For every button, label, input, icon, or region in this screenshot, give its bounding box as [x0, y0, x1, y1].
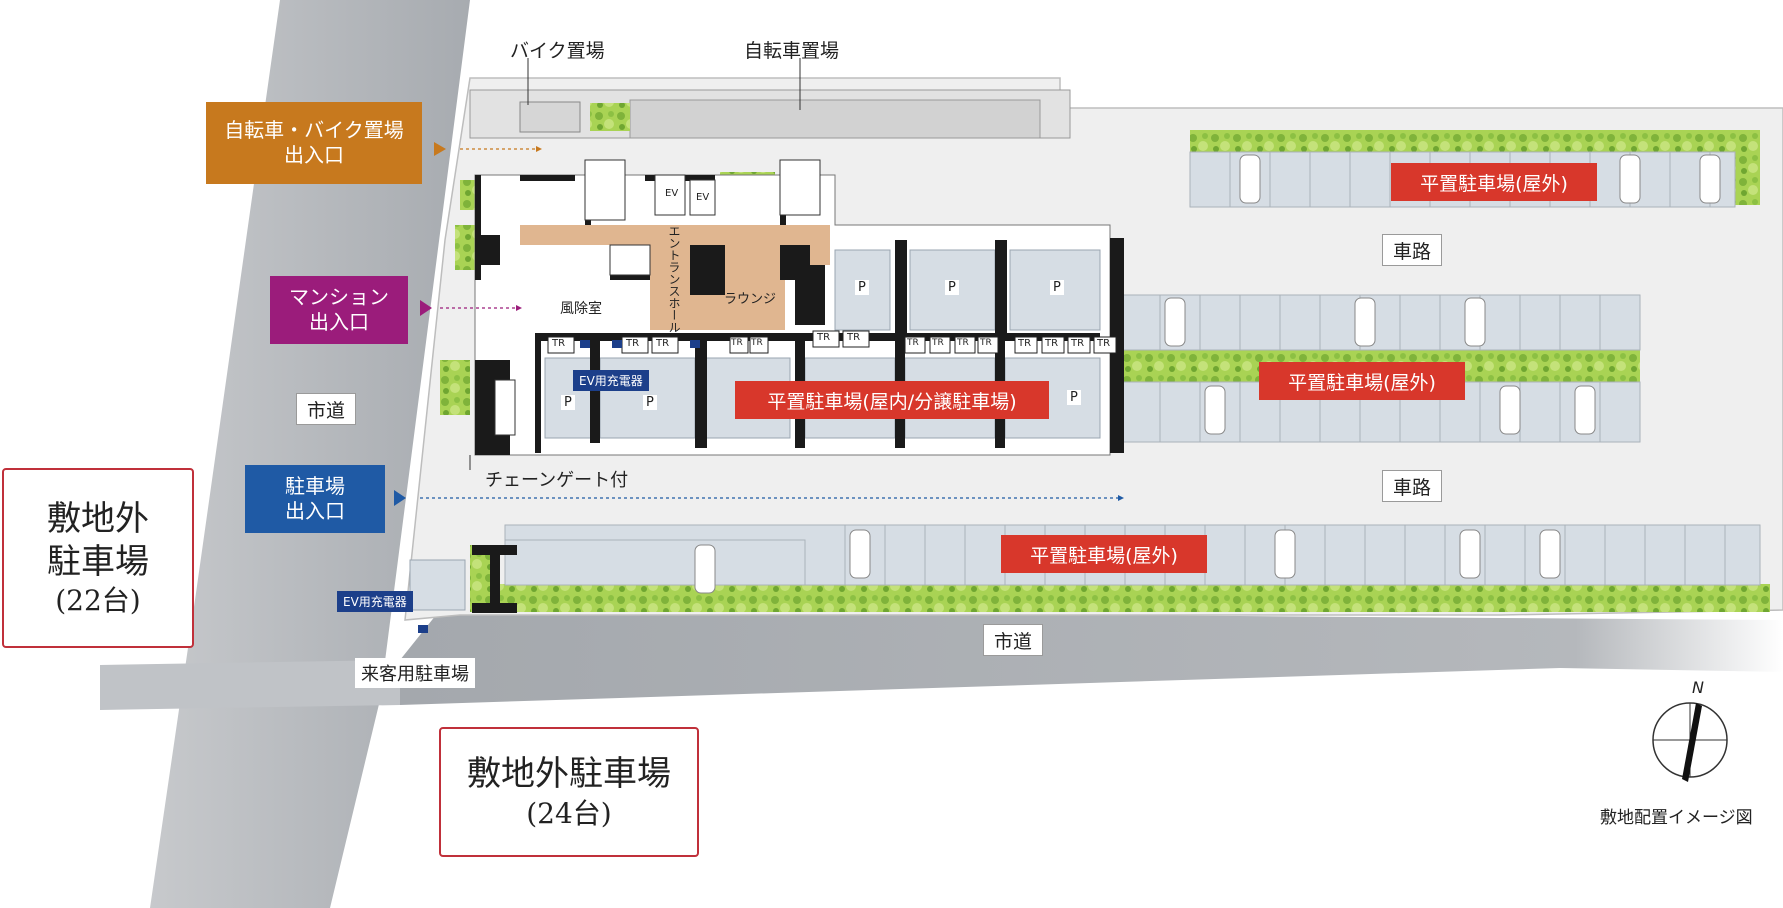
entrance-hall-floor [520, 225, 830, 330]
mansion-entrance-line1: マンション [289, 285, 389, 309]
flat-parking-indoor-label: 平置駐車場(屋内/分譲駐車場) [735, 381, 1049, 419]
map-caption: 敷地配置イメージ図 [1600, 808, 1753, 828]
bicycle-parking-label: 自転車置場 [744, 40, 840, 62]
p-marker: P [855, 280, 869, 295]
tr-label: TR [1018, 338, 1032, 349]
bicycle-bike-entrance-tag: 自転車・バイク置場 出入口 [206, 102, 422, 184]
mansion-entrance-line2: 出入口 [309, 310, 369, 334]
parking-entrance-line1: 駐車場 [285, 474, 345, 498]
p-marker: P [1050, 280, 1064, 295]
driveway-label-bottom: 車路 [1382, 470, 1442, 502]
offsite-parking-22-box: 敷地外 駐車場 (22台) [2, 468, 194, 648]
tr-label: TR [751, 338, 763, 348]
bicycle-bike-entrance-line1: 自転車・バイク置場 [224, 118, 404, 142]
car [1239, 154, 1261, 204]
car [1204, 385, 1226, 435]
tr-label: TR [1071, 338, 1085, 349]
car [1354, 297, 1376, 347]
p-marker: P [643, 395, 657, 410]
car [694, 544, 716, 594]
ev-shaft-label-2: EV [696, 192, 710, 203]
tr-label: TR [957, 338, 969, 348]
car [1164, 297, 1186, 347]
offsite-parking-24-line2: (24台) [526, 796, 612, 830]
flat-parking-outdoor-bottom-label: 平置駐車場(屋外) [1001, 535, 1207, 573]
windbreak-room-label: 風除室 [560, 301, 602, 317]
car [1539, 529, 1561, 579]
ev-shaft-label-1: EV [665, 188, 679, 199]
car [849, 529, 871, 579]
mansion-entrance-tag: マンション 出入口 [270, 276, 408, 344]
offsite-parking-22-line3: (22台) [55, 584, 141, 617]
tr-label: TR [932, 338, 944, 348]
offsite-parking-24-line1: 敷地外駐車場 [467, 753, 671, 794]
green-top-right [1190, 130, 1760, 152]
entrance-hall-label: エントランスホール [667, 225, 681, 333]
bike-parking-label: バイク置場 [510, 40, 605, 62]
compass-icon [1652, 702, 1728, 782]
car [1464, 297, 1486, 347]
p-marker: P [1067, 390, 1081, 405]
chain-gate-label: チェーンゲート付 [485, 470, 629, 491]
car [1574, 385, 1596, 435]
car [1619, 154, 1641, 204]
tr-label: TR [656, 338, 670, 349]
offsite-parking-22-line1: 敷地外 [47, 499, 149, 539]
tr-label: TR [552, 338, 566, 349]
ev-charger-label-building: EV用充電器 [573, 370, 649, 391]
offsite-parking-24-box: 敷地外駐車場 (24台) [439, 727, 699, 857]
parking-entrance-tag: 駐車場 出入口 [245, 465, 385, 533]
north-label: N [1692, 678, 1704, 697]
city-road-horizontal [400, 610, 1783, 705]
parking-entrance-line2: 出入口 [285, 499, 345, 523]
tr-label: TR [731, 338, 743, 348]
driveway-label-top: 車路 [1382, 234, 1442, 266]
green-bottom [470, 584, 1770, 612]
tr-label: TR [626, 338, 640, 349]
tr-label: TR [980, 338, 992, 348]
tr-label: TR [907, 338, 919, 348]
lounge-label: ラウンジ [724, 292, 777, 307]
city-road-label-left: 市道 [296, 393, 356, 425]
car [1459, 529, 1481, 579]
tr-label: TR [817, 332, 831, 343]
visitor-parking-label: 来客用駐車場 [355, 658, 475, 688]
flat-parking-outdoor-middle-label: 平置駐車場(屋外) [1259, 362, 1465, 400]
offsite-parking-22-line2: 駐車場 [47, 541, 149, 582]
city-road-label-bottom: 市道 [983, 624, 1043, 656]
car [1499, 385, 1521, 435]
parking-area-middle-top [1119, 294, 1641, 351]
car [1699, 154, 1721, 204]
car [1274, 529, 1296, 579]
tr-label: TR [847, 332, 861, 343]
flat-parking-outdoor-top-label: 平置駐車場(屋外) [1391, 163, 1597, 201]
tr-label: TR [1097, 338, 1111, 349]
p-marker: P [561, 395, 575, 410]
bicycle-bike-entrance-line2: 出入口 [284, 143, 344, 167]
visitor-parking-spot [409, 559, 466, 611]
ev-charger-label-visitor: EV用充電器 [337, 591, 413, 612]
p-marker: P [945, 280, 959, 295]
tr-label: TR [1045, 338, 1059, 349]
